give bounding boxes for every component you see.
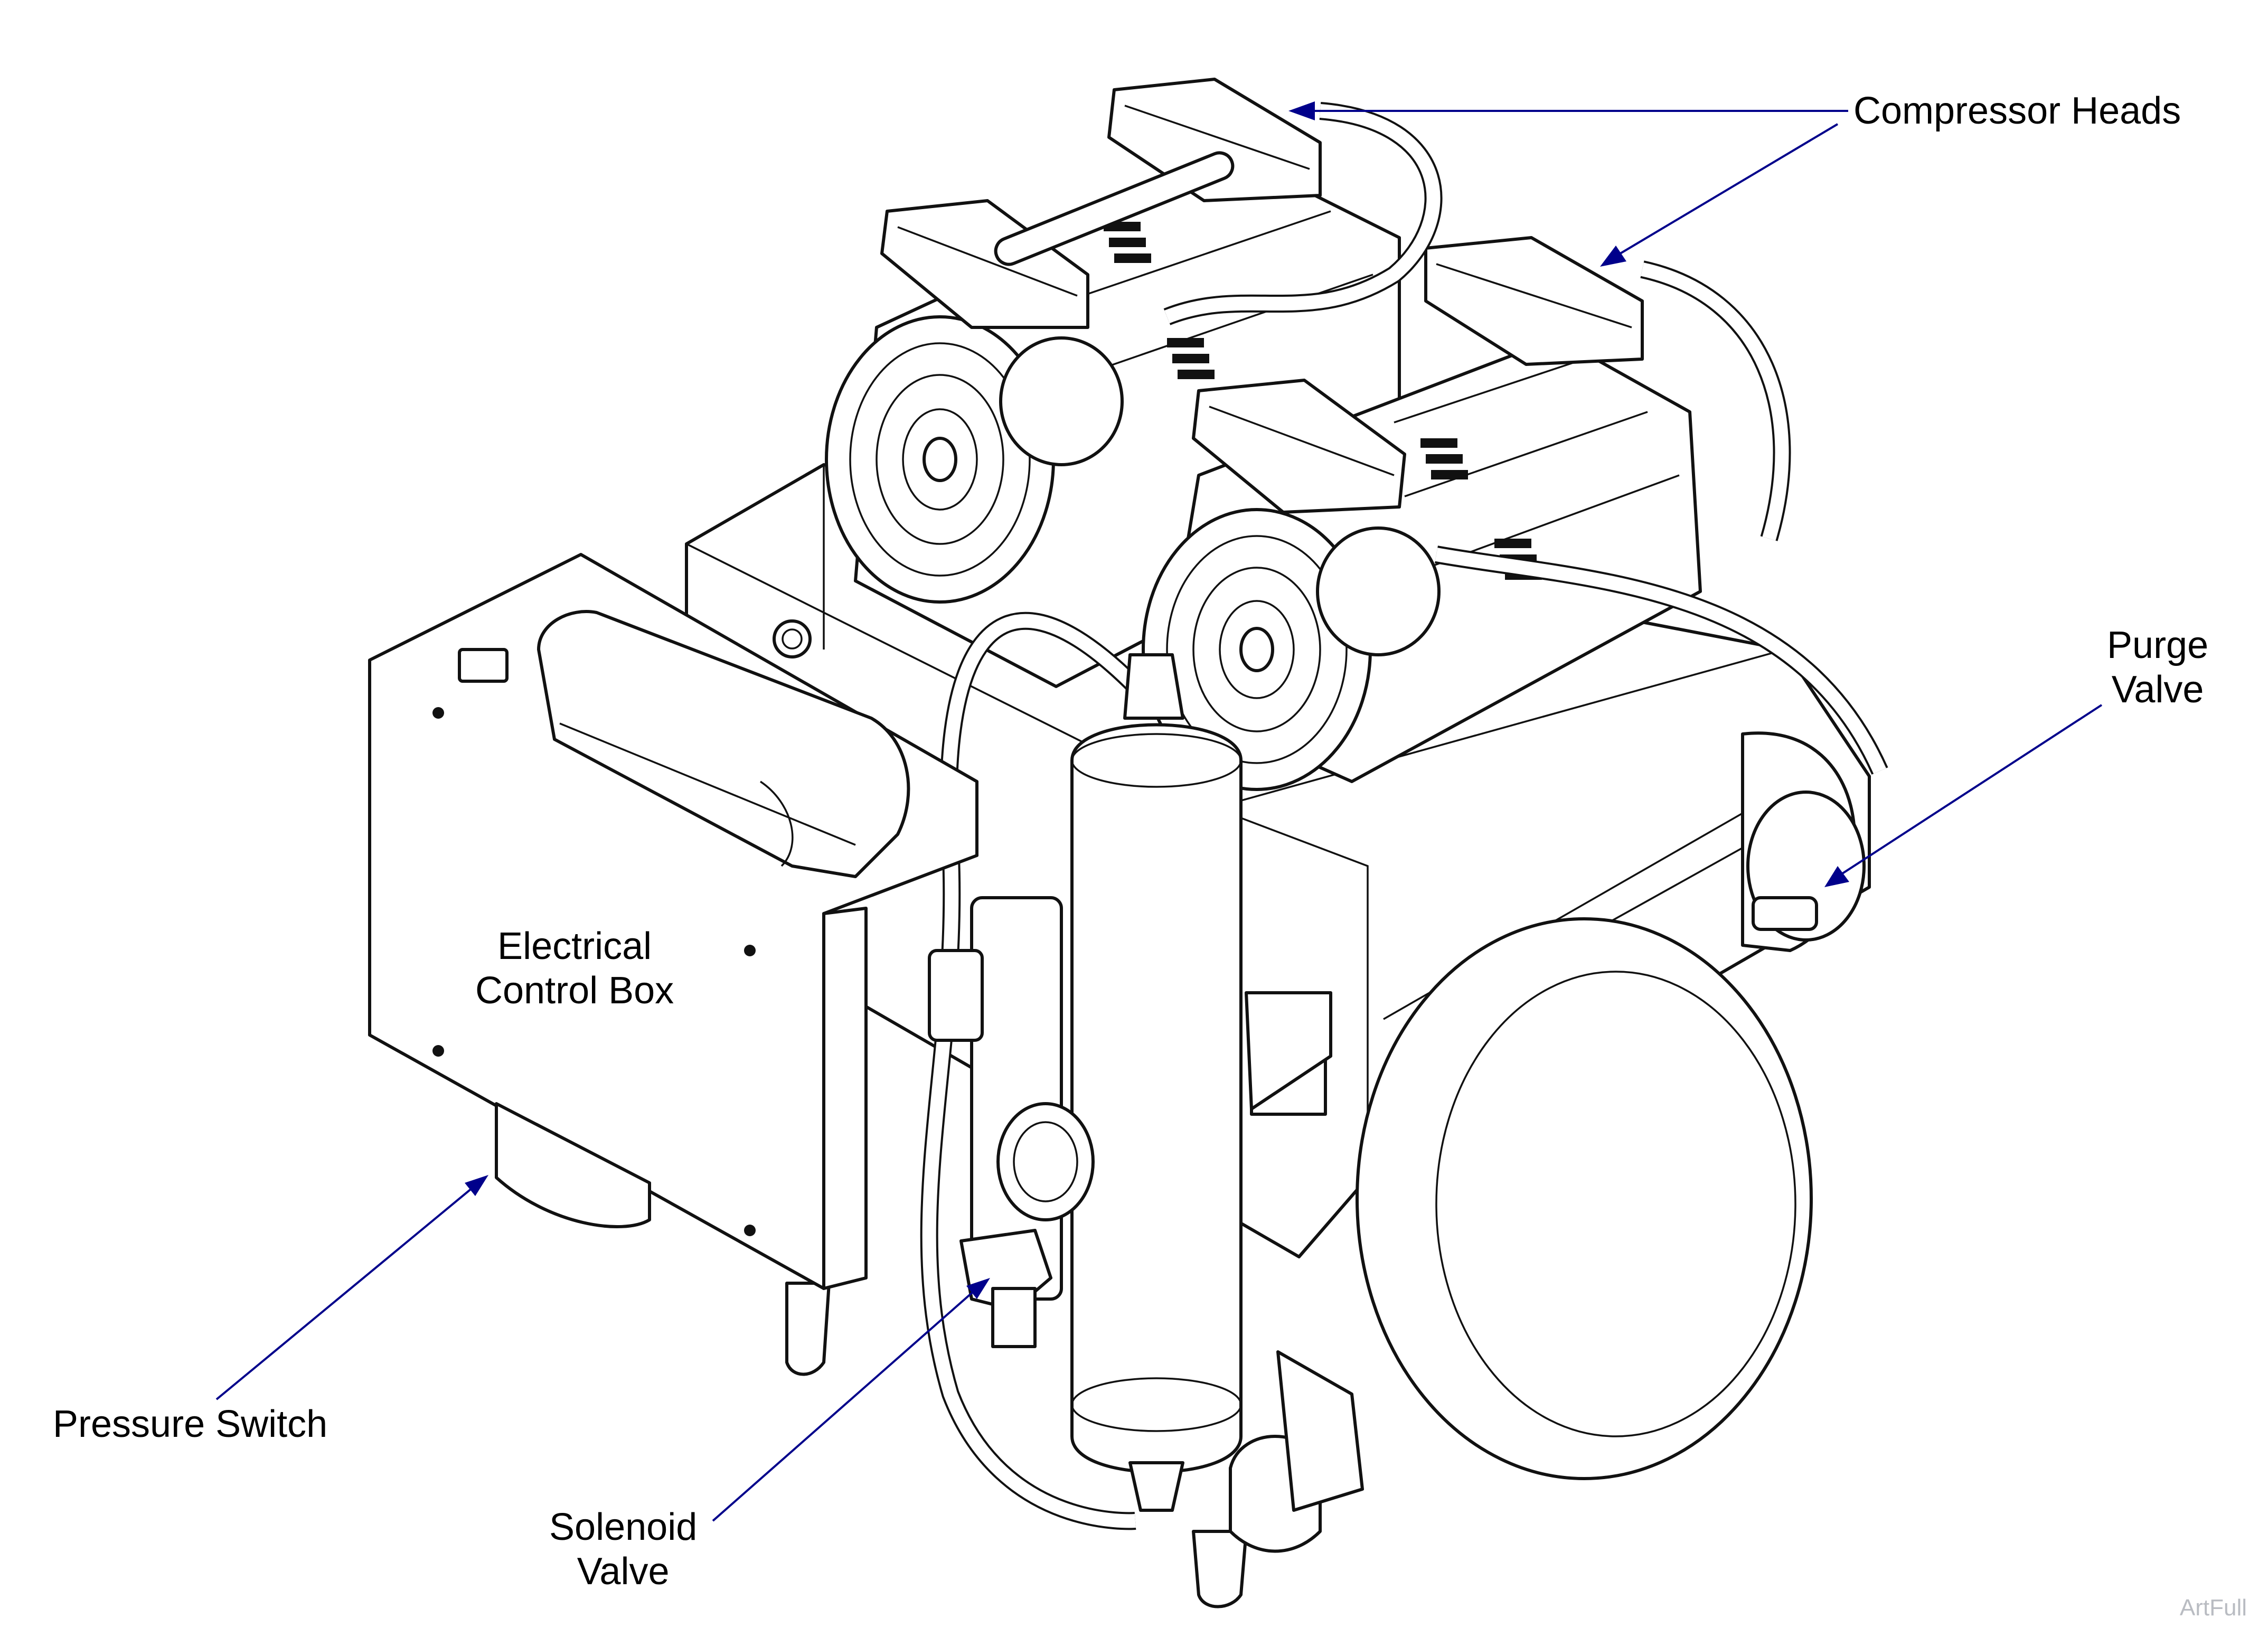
callout-purge-valve: Purge Valve — [2107, 623, 2208, 712]
leader-lines — [215, 101, 2103, 1522]
electrical-control-box — [368, 553, 978, 1290]
pressure-switch-housing — [495, 1102, 651, 1228]
callout-electrical-control-box: Electrical Control Box — [475, 924, 674, 1013]
callout-pressure-switch-text: Pressure Switch — [53, 1403, 328, 1445]
callout-electrical-control-box-line-1: Electrical — [497, 925, 652, 967]
dryer-cylinder — [1070, 653, 1243, 1512]
callout-solenoid-valve: Solenoid Valve — [549, 1505, 697, 1594]
leader-solenoid-valve — [712, 1287, 978, 1522]
leader-compressor-heads-front — [1615, 123, 1839, 257]
watermark-text: ArtFull — [2179, 1595, 2247, 1621]
leader-purge-valve — [1837, 704, 2103, 878]
callout-solenoid-valve-line-2: Valve — [577, 1550, 670, 1593]
callout-compressor-heads: Compressor Heads — [1853, 89, 2181, 133]
arrowhead-solenoid-valve — [966, 1278, 990, 1299]
rear-compressor-heads — [880, 78, 1322, 466]
hoses — [920, 102, 1888, 1530]
arrowhead-compressor-heads-rear — [1288, 101, 1315, 120]
callout-electrical-control-box-line-2: Control Box — [475, 970, 674, 1012]
front-compressor-heads — [1192, 236, 1644, 656]
callout-pressure-switch: Pressure Switch — [53, 1402, 327, 1446]
callout-solenoid-valve-line-1: Solenoid — [549, 1506, 698, 1548]
feet — [785, 1282, 1364, 1608]
filter-gauge-assembly — [928, 896, 1332, 1348]
callout-compressor-heads-text: Compressor Heads — [1853, 90, 2181, 132]
arrowhead-purge-valve — [1824, 866, 1849, 887]
arrowhead-pressure-switch — [465, 1175, 488, 1196]
receiver-tank — [1356, 731, 1866, 1480]
arrowhead-compressor-heads-front — [1600, 246, 1626, 267]
leader-pressure-switch — [215, 1184, 476, 1400]
callout-purge-valve-line-1: Purge — [2107, 624, 2209, 666]
callout-purge-valve-line-2: Valve — [2111, 669, 2204, 711]
